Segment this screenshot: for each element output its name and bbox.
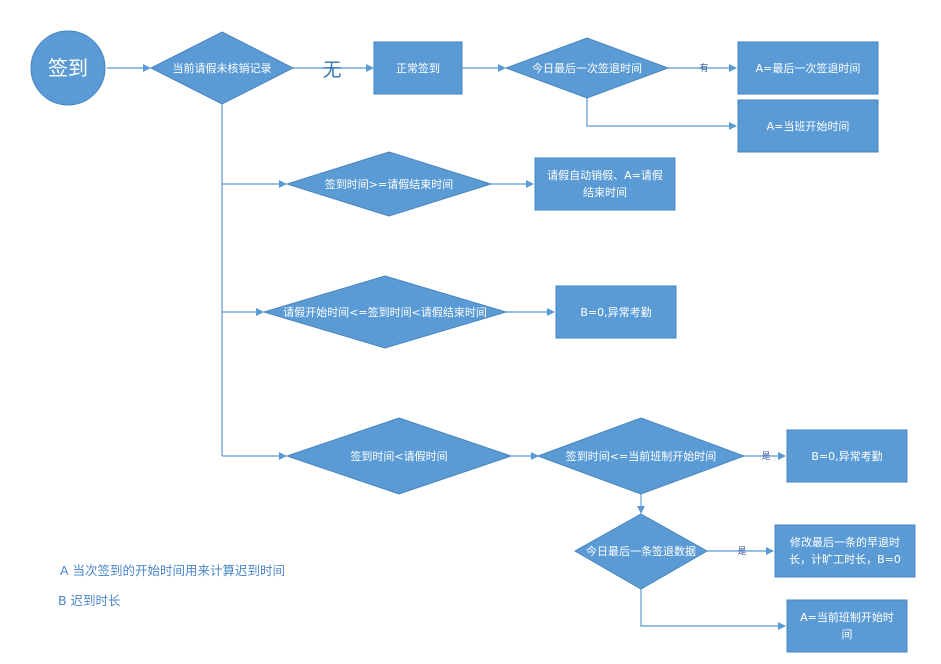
process-auto-cancel-label-1: 请假自动销假、A=请假 xyxy=(547,168,663,182)
legend-b: B 迟到时长 xyxy=(58,593,121,608)
process-b0-abnormal-1: B=0,异常考勤 xyxy=(555,285,677,339)
process-modify-early-leave-label-1: 修改最后一条的早退时 xyxy=(790,535,900,549)
process-modify-early-leave-label-2: 长，计旷工时长，B=0 xyxy=(789,552,901,566)
process-modify-early-leave: 修改最后一条的早退时 长，计旷工时长，B=0 xyxy=(774,524,916,578)
process-a-shift-start-1: A=当班开始时间 xyxy=(737,99,879,153)
process-a-current-shift-label-1: A=当前班制开始时 xyxy=(800,610,894,624)
edge-label-has: 有 xyxy=(699,62,708,74)
decision-between-leave: 请假开始时间<=签到时间<请假结束时间 xyxy=(262,275,508,349)
process-auto-cancel: 请假自动销假、A=请假 结束时间 xyxy=(534,157,676,211)
decision-last-early-leave-label: 今日最后一条签退数据 xyxy=(586,544,696,558)
decision-last-signout-today: 今日最后一次签退时间 xyxy=(504,37,670,99)
decision-last-early-leave: 今日最后一条签退数据 xyxy=(573,513,709,590)
edge-label-none: 无 xyxy=(322,59,341,81)
edge-label-yes-2: 是 xyxy=(737,546,746,557)
decision-leave-record-label: 当前请假未核销记录 xyxy=(173,61,272,75)
decision-between-leave-label: 请假开始时间<=签到时间<请假结束时间 xyxy=(283,305,487,319)
decision-ge-leave-end: 签到时间>=请假结束时间 xyxy=(285,151,493,217)
edge-label-yes-1: 是 xyxy=(761,451,770,462)
process-a-shift-start-1-label: A=当班开始时间 xyxy=(767,119,850,133)
process-b0-abnormal-2-label: B=0,异常考勤 xyxy=(811,450,882,463)
process-normal-signin-label: 正常签到 xyxy=(396,61,440,75)
process-a-current-shift: A=当前班制开始时 间 xyxy=(786,599,908,653)
connector-last-signout-to-a-shift xyxy=(586,98,737,130)
decision-lt-leave-label: 签到时间<请假时间 xyxy=(350,449,447,463)
process-normal-signin: 正常签到 xyxy=(373,41,463,95)
start-label: 签到 xyxy=(48,56,88,80)
process-b0-abnormal-2: B=0,异常考勤 xyxy=(786,429,908,483)
connector-last-early-to-a-current xyxy=(640,589,786,630)
decision-le-shift-start-label: 签到时间<=当前班制开始时间 xyxy=(566,449,716,463)
process-a-last-signout-label: A=最后一次签退时间 xyxy=(756,61,861,75)
decision-last-signout-today-label: 今日最后一次签退时间 xyxy=(532,61,642,75)
start-node: 签到 xyxy=(30,30,106,106)
process-auto-cancel-label-2: 结束时间 xyxy=(583,186,627,199)
decision-lt-leave: 签到时间<请假时间 xyxy=(285,417,513,495)
legend-a: A 当次签到的开始时间用来计算迟到时间 xyxy=(60,563,285,578)
decision-leave-record: 当前请假未核销记录 xyxy=(149,31,295,105)
connectors xyxy=(107,64,786,630)
process-b0-abnormal-1-label: B=0,异常考勤 xyxy=(580,306,651,319)
process-a-last-signout: A=最后一次签退时间 xyxy=(737,41,879,95)
decision-ge-leave-end-label: 签到时间>=请假结束时间 xyxy=(325,177,453,191)
legend: A 当次签到的开始时间用来计算迟到时间 B 迟到时长 xyxy=(58,563,285,608)
process-a-current-shift-label-2: 间 xyxy=(842,628,853,641)
decision-le-shift-start: 签到时间<=当前班制开始时间 xyxy=(536,417,746,495)
